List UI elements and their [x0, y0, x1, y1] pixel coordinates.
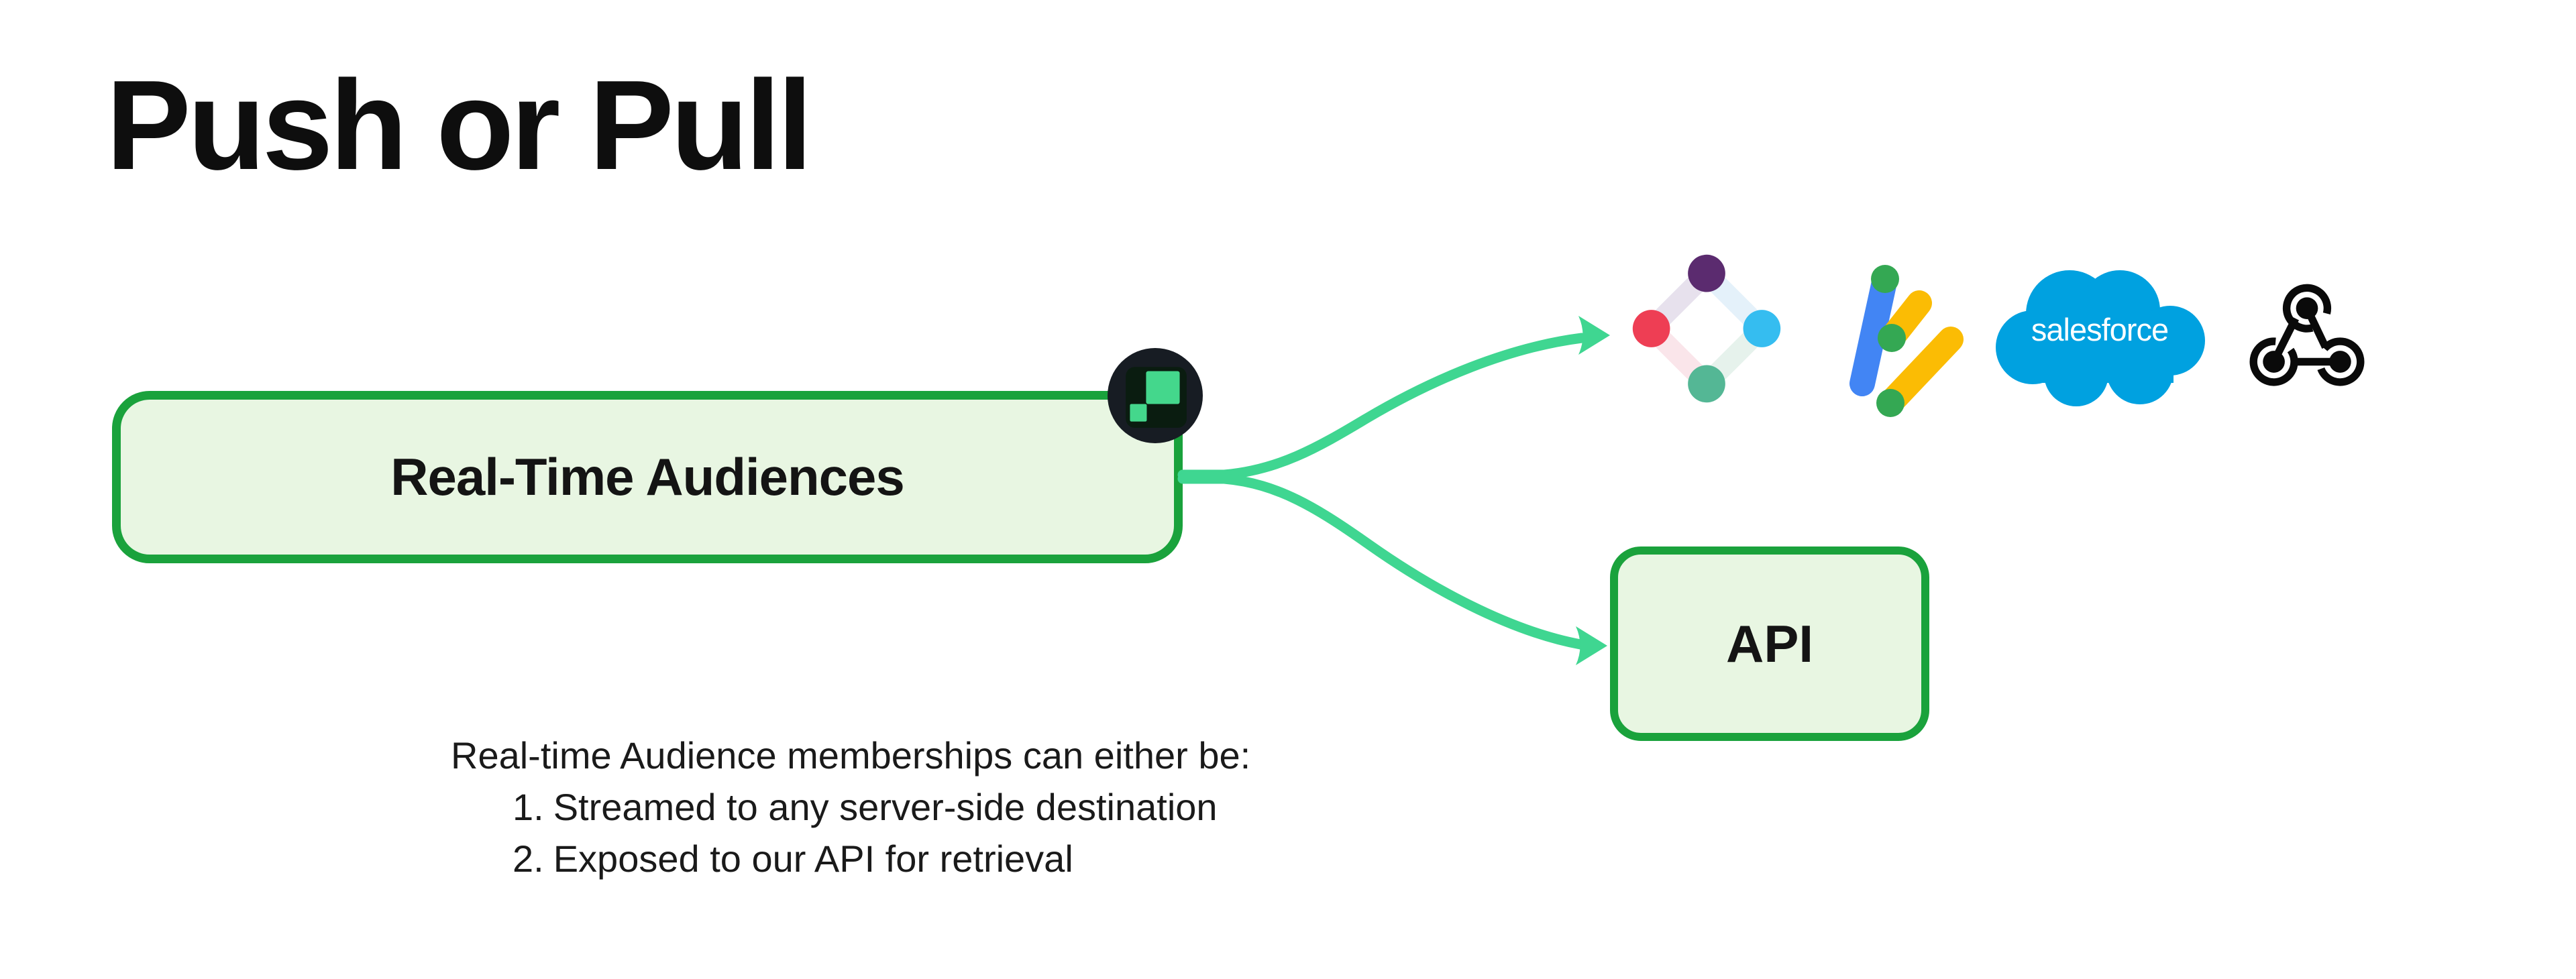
real-time-audiences-box: Real-Time Audiences [112, 391, 1183, 563]
real-time-audiences-label: Real-Time Audiences [390, 447, 905, 506]
arrow-to-api [1177, 473, 1586, 650]
arrowhead-to-destinations [1578, 316, 1610, 355]
iterable-logo-icon [1632, 254, 1781, 403]
list-item-text: Streamed to any server-side destination [553, 786, 1218, 828]
salesforce-cloud-shape [1996, 270, 2205, 406]
list-item-number: 2. [513, 838, 544, 880]
webhook-icon [2249, 284, 2365, 386]
arrowhead-to-api [1576, 626, 1607, 665]
page-title: Push or Pull [106, 54, 812, 196]
list-item: 1.Streamed to any server-side destinatio… [513, 781, 1250, 833]
list-item-text: Exposed to our API for retrieval [553, 838, 1073, 880]
notes-text: Real-time Audience memberships can eithe… [451, 730, 1250, 884]
api-box: API [1610, 546, 1929, 741]
notes-intro: Real-time Audience memberships can eithe… [451, 734, 1251, 776]
salesforce-wordmark: salesforce [2031, 312, 2168, 347]
salesforce-logo-icon: salesforce [1996, 270, 2205, 406]
arrow-to-destinations [1177, 333, 1587, 480]
list-item-number: 1. [513, 786, 544, 828]
mint-squares-badge-icon [1108, 348, 1203, 443]
google-ads-data-hub-logo-icon [1849, 265, 1964, 417]
api-box-label: API [1725, 614, 1814, 673]
list-item: 2.Exposed to our API for retrieval [513, 833, 1250, 884]
